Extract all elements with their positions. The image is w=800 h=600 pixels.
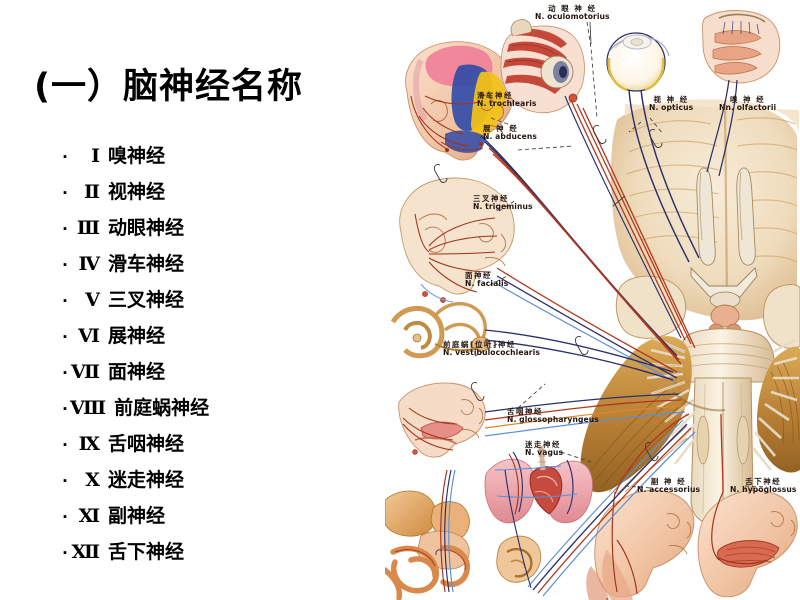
nerve-name: 嗅神经 <box>108 145 166 167</box>
bullet-dot-icon: · <box>62 183 68 202</box>
bullet-dot-icon: · <box>62 363 68 382</box>
page-title: (一）脑神经名称 <box>34 67 303 107</box>
nerve-list-item: · Ⅲ 动眼神经 <box>60 210 380 246</box>
label-leader-lines-solid <box>589 21 626 207</box>
ciliary-ganglion <box>568 93 578 103</box>
nerve-numeral: Ⅺ <box>78 506 100 527</box>
nerve-name: 舌咽神经 <box>108 433 185 455</box>
nerve-name: 舌下神经 <box>108 541 185 563</box>
bullet-dot-icon: · <box>62 255 68 274</box>
nerve-name: 展神经 <box>108 325 166 347</box>
bullet-dot-icon: · <box>62 219 68 238</box>
head-glossopharyngeal-illustration <box>398 382 486 458</box>
nerve-name: 迷走神经 <box>108 469 185 491</box>
cranial-nerve-diagram: 动 眼 神 经 N. oculomotorius 滑车神经 N. trochle… <box>385 0 800 600</box>
trigeminal-lines <box>480 135 682 365</box>
bullet-dot-icon: · <box>62 291 68 310</box>
thorax-lungs-heart <box>484 445 593 524</box>
nerve-numeral: Ⅵ <box>78 326 100 347</box>
bullet-dot-icon: · <box>62 507 68 526</box>
bullet-dot-icon: · <box>62 543 68 562</box>
bullet-dot-icon: · <box>62 327 68 346</box>
nerve-numeral: Ⅴ <box>85 290 100 311</box>
olfactory-bulb-tract <box>696 167 756 266</box>
eyeball-optic <box>606 32 670 92</box>
nerve-list-item: · Ⅳ 滑车神经 <box>60 246 380 282</box>
brain-base-view <box>580 99 800 525</box>
nerve-numeral: Ⅶ <box>71 362 100 383</box>
nerve-numeral: Ⅸ <box>78 434 100 455</box>
nerve-list-item: · Ⅰ 嗅神经 <box>60 138 380 174</box>
orbit-eye-muscles <box>500 19 585 114</box>
head-accessory-illustration <box>586 490 695 600</box>
nerve-name: 动眼神经 <box>108 217 185 239</box>
nerve-list-item: · Ⅱ 视神经 <box>60 174 380 210</box>
bullet-dot-icon: · <box>62 399 68 418</box>
hypoglossal-lines <box>720 413 724 493</box>
bullet-dot-icon: · <box>62 471 68 490</box>
nerve-numeral: Ⅷ <box>70 398 107 419</box>
nerve-name: 视神经 <box>108 181 166 203</box>
head-nerve-branches <box>410 95 484 151</box>
nerve-list-item: · Ⅸ 舌咽神经 <box>60 426 380 462</box>
nerve-interruption-marks <box>433 125 663 556</box>
bullet-dot-icon: · <box>62 147 68 166</box>
nasal-cavity-olfactory <box>702 10 781 84</box>
nerve-name: 前庭蜗神经 <box>114 397 210 419</box>
larynx-illustration <box>496 535 542 583</box>
nerve-numeral: Ⅲ <box>76 218 100 239</box>
nerve-numeral: Ⅳ <box>78 254 100 275</box>
optic-nerve-line <box>628 89 700 263</box>
nerve-list-item: ·Ⅶ 面神经 <box>60 354 380 390</box>
abdominal-viscera <box>385 469 470 600</box>
nerve-name: 副神经 <box>108 505 166 527</box>
nerve-list-item: ·Ⅷ 前庭蜗神经 <box>60 390 380 426</box>
head-hypoglossal-illustration <box>697 490 798 598</box>
nerve-list-item: · Ⅴ 三叉神经 <box>60 282 380 318</box>
nerve-list-item: · Ⅺ 副神经 <box>60 498 380 534</box>
optic-chiasm <box>690 266 758 309</box>
olfactory-tract-line <box>706 79 738 177</box>
inner-ear-cochlea <box>390 302 491 359</box>
anatomy-illustration <box>385 10 800 600</box>
nerve-numeral: Ⅹ <box>85 470 100 491</box>
head-dermatome-illustration <box>405 41 515 161</box>
nerve-name: 面神经 <box>108 361 166 383</box>
nerve-list-item: · Ⅹ 迷走神经 <box>60 462 380 498</box>
facial-nerve-branches <box>414 213 498 293</box>
facial-lines <box>496 267 678 383</box>
nerve-numeral: Ⅻ <box>71 542 100 563</box>
nerve-name: 滑车神经 <box>108 253 185 275</box>
pituitary <box>710 304 740 328</box>
head-facial-illustration <box>399 177 515 303</box>
nerve-numeral: Ⅱ <box>83 182 100 203</box>
nerve-name: 三叉神经 <box>108 289 185 311</box>
glossopharyngeal-lines <box>484 393 686 437</box>
nerve-list-item: ·Ⅻ 舌下神经 <box>60 534 380 570</box>
vagus-lines <box>504 419 696 597</box>
bullet-dot-icon: · <box>62 435 68 454</box>
nerve-numeral: Ⅰ <box>91 146 100 167</box>
vestibulocochlear-lines <box>484 329 674 381</box>
nerve-list-item: · Ⅵ 展神经 <box>60 318 380 354</box>
